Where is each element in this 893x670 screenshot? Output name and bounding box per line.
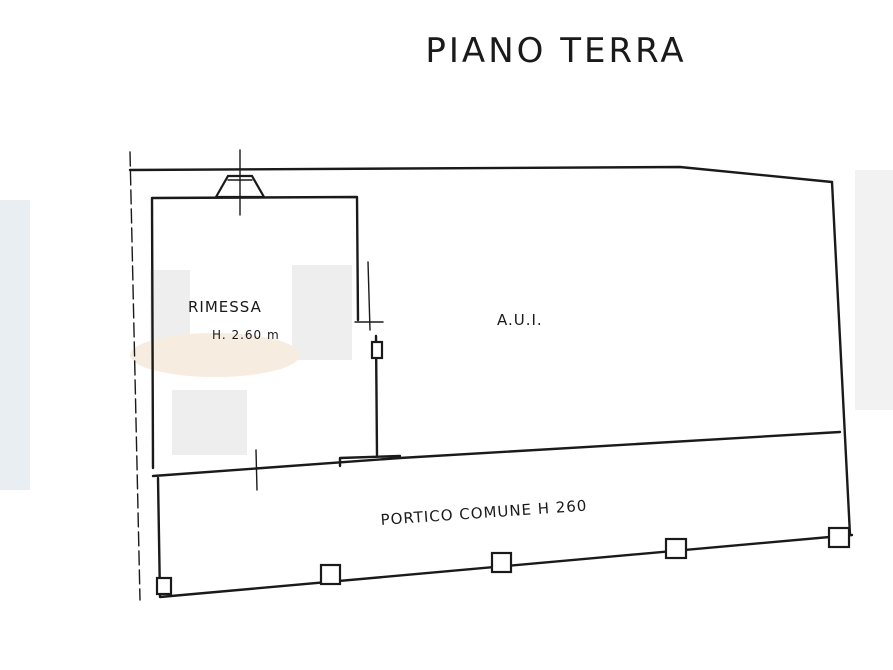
portico-pillars bbox=[155, 526, 851, 596]
watermark-block-3 bbox=[172, 390, 247, 455]
aui-label: A.U.I. bbox=[497, 311, 543, 329]
portico-pillar-4 bbox=[664, 537, 688, 560]
left-boundary-line bbox=[129, 151, 141, 601]
portico-pillar-3 bbox=[490, 551, 513, 574]
rimessa-height-label: H. 2.60 m bbox=[212, 328, 280, 342]
portico-pillar-1 bbox=[155, 576, 173, 596]
watermark-stripe bbox=[130, 333, 300, 377]
top-boundary-wall bbox=[128, 165, 834, 184]
left-edge-smudge bbox=[0, 200, 30, 490]
rimessa-divider-tick bbox=[255, 449, 258, 491]
right-edge-smudge bbox=[855, 170, 893, 410]
portico-pillar-2 bbox=[319, 563, 342, 586]
rimessa-name-label: RIMESSA bbox=[188, 298, 262, 316]
portico-outline-wall bbox=[156, 476, 854, 599]
rimessa-door-post bbox=[370, 340, 384, 360]
aui-portico-divider-wall bbox=[151, 430, 842, 478]
chimney-symbol bbox=[214, 149, 266, 216]
portico-pillar-5 bbox=[827, 526, 851, 549]
portico-label: PORTICO COMUNE H 260 bbox=[380, 497, 588, 529]
watermark-block-2 bbox=[292, 265, 352, 360]
right-boundary-wall bbox=[830, 180, 852, 537]
plan-title: PIANO TERRA bbox=[425, 31, 686, 71]
rimessa-door-jamb bbox=[367, 261, 371, 331]
background-smudges bbox=[0, 170, 893, 490]
